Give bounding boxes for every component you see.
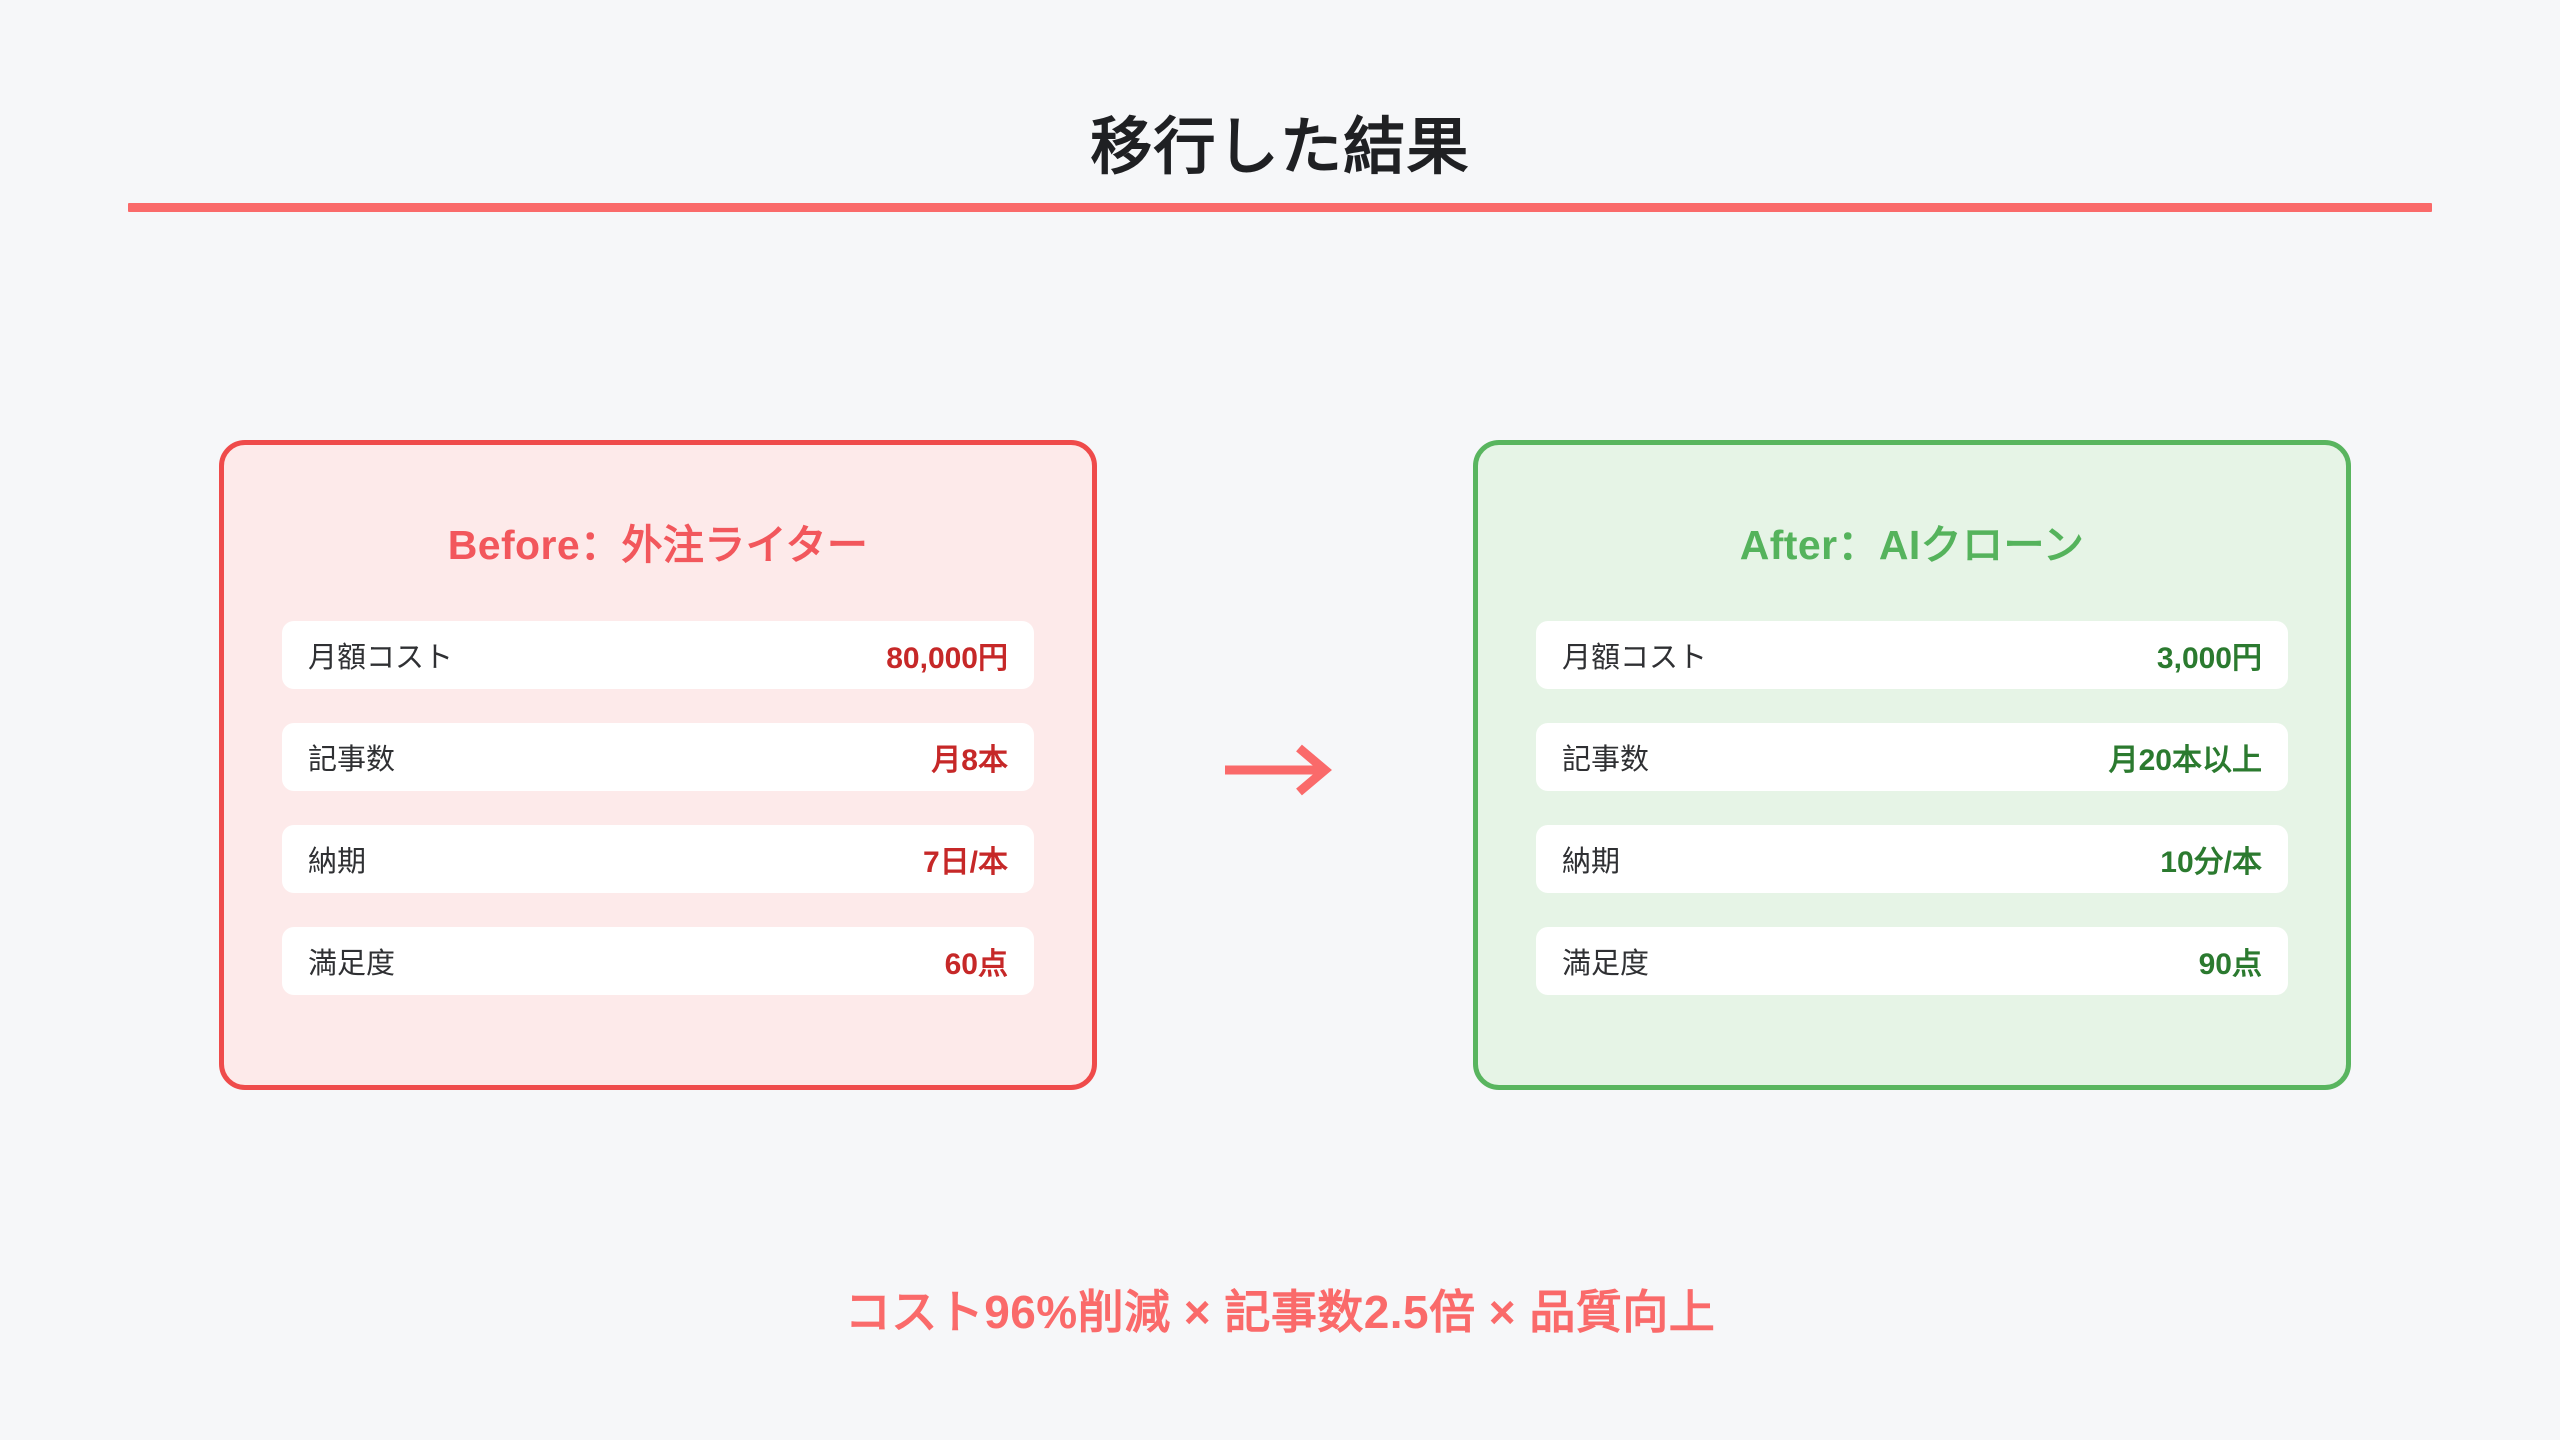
before-after-comparison: Before：外注ライター 月額コスト 80,000円 記事数 月8本 納期 7… bbox=[0, 440, 2560, 1100]
page-title: 移行した結果 bbox=[1090, 112, 1470, 182]
metric-value: 60点 bbox=[944, 948, 1008, 982]
metric-value: 月8本 bbox=[931, 744, 1008, 778]
metric-label: 納期 bbox=[1562, 846, 1621, 879]
metric-value: 10分/本 bbox=[2160, 846, 2262, 880]
metric-value: 90点 bbox=[2198, 948, 2262, 982]
after-metric-list: 月額コスト 3,000円 記事数 月20本以上 納期 10分/本 満足度 90点 bbox=[1478, 621, 2346, 996]
metric-label: 満足度 bbox=[1562, 948, 1650, 981]
table-row: 記事数 月8本 bbox=[282, 723, 1034, 792]
metric-label: 記事数 bbox=[308, 744, 396, 777]
metric-label: 記事数 bbox=[1562, 744, 1650, 777]
summary-highlight: コスト96%削減 × 記事数2.5倍 × 品質向上 bbox=[844, 1286, 1716, 1338]
table-row: 月額コスト 3,000円 bbox=[1536, 621, 2288, 690]
metric-label: 納期 bbox=[308, 846, 367, 879]
metric-value: 月20本以上 bbox=[2108, 744, 2262, 778]
table-row: 記事数 月20本以上 bbox=[1536, 723, 2288, 792]
after-card: After：AIクローン 月額コスト 3,000円 記事数 月20本以上 納期 … bbox=[1473, 440, 2351, 1090]
before-card-title: Before：外注ライター bbox=[447, 522, 869, 568]
metric-value: 7日/本 bbox=[922, 846, 1008, 880]
before-metric-list: 月額コスト 80,000円 記事数 月8本 納期 7日/本 満足度 60点 bbox=[224, 621, 1092, 996]
after-card-title: After：AIクローン bbox=[1739, 522, 2085, 568]
title-divider bbox=[128, 203, 2432, 212]
table-row: 満足度 60点 bbox=[282, 927, 1034, 996]
table-row: 月額コスト 80,000円 bbox=[282, 621, 1034, 690]
arrow-right-icon bbox=[1221, 740, 1341, 800]
metric-value: 80,000円 bbox=[886, 642, 1008, 676]
metric-label: 月額コスト bbox=[1562, 642, 1708, 675]
before-card: Before：外注ライター 月額コスト 80,000円 記事数 月8本 納期 7… bbox=[219, 440, 1097, 1090]
table-row: 納期 7日/本 bbox=[282, 825, 1034, 894]
metric-label: 月額コスト bbox=[308, 642, 454, 675]
table-row: 満足度 90点 bbox=[1536, 927, 2288, 996]
metric-value: 3,000円 bbox=[2156, 642, 2262, 676]
table-row: 納期 10分/本 bbox=[1536, 825, 2288, 894]
metric-label: 満足度 bbox=[308, 948, 396, 981]
